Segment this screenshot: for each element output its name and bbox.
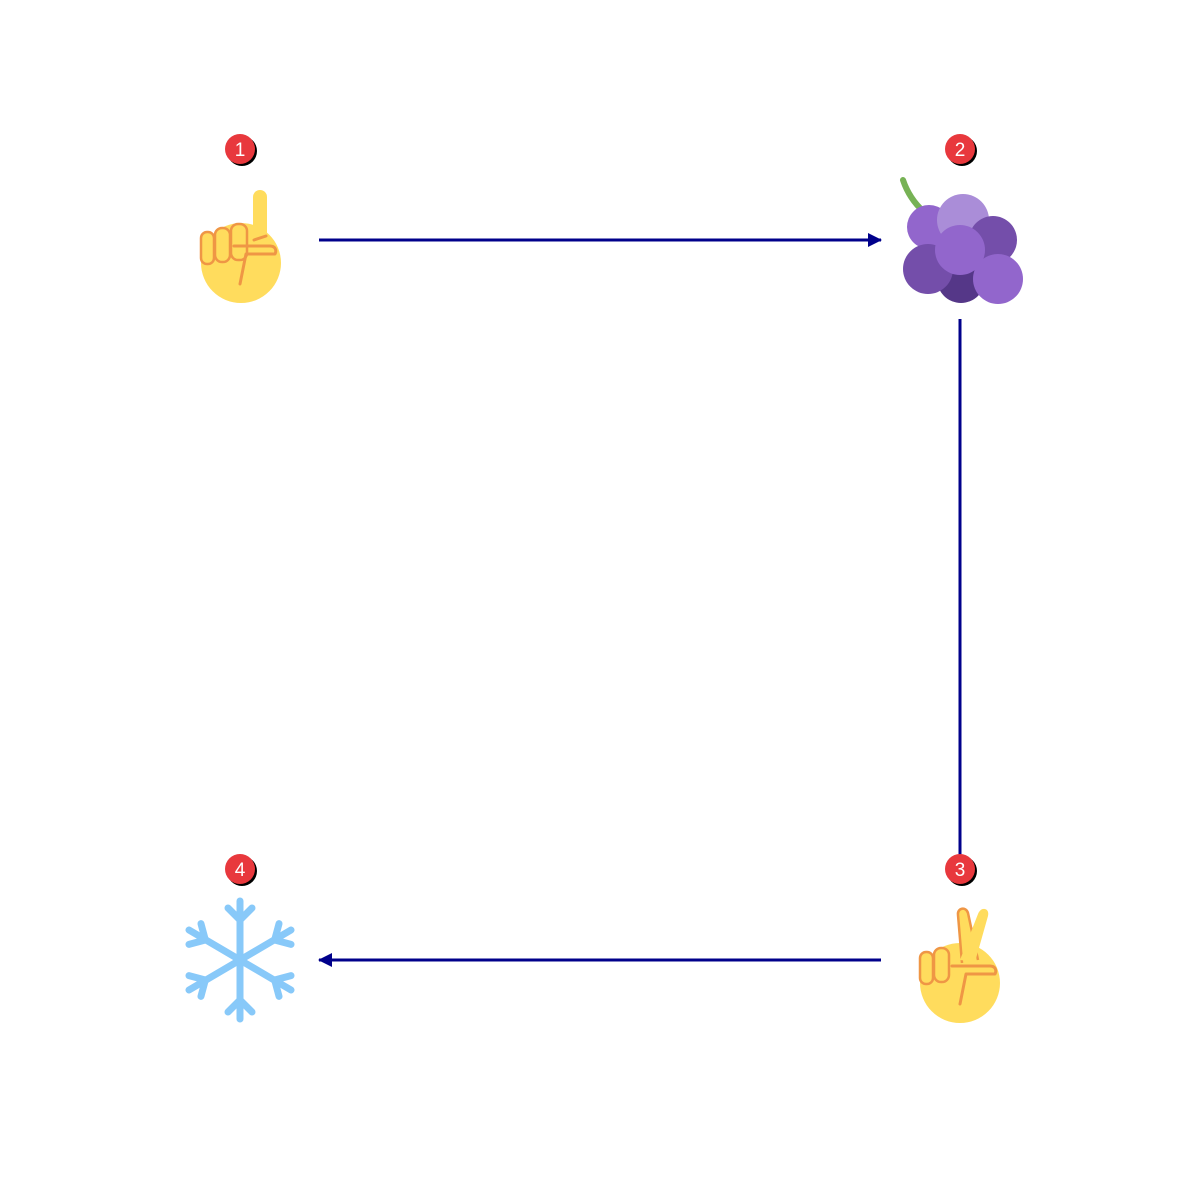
step-badge: 4 bbox=[225, 854, 257, 886]
step-1: 1 bbox=[199, 134, 281, 303]
step-number: 2 bbox=[955, 140, 966, 161]
step-badge: 3 bbox=[945, 854, 977, 886]
step-badge: 2 bbox=[945, 134, 977, 166]
index-pointing-up-icon bbox=[199, 190, 281, 303]
step-number: 4 bbox=[235, 860, 246, 881]
step-badge: 1 bbox=[225, 134, 257, 166]
snowflake-icon bbox=[185, 897, 295, 1023]
grapes-icon bbox=[900, 177, 1023, 304]
step-4: 4 bbox=[185, 854, 295, 1023]
step-number: 3 bbox=[955, 860, 966, 881]
step-3: 3 bbox=[918, 854, 1000, 1023]
step-2: 2 bbox=[900, 134, 1023, 304]
crossed-fingers-icon bbox=[918, 907, 1000, 1023]
step-number: 1 bbox=[235, 140, 246, 161]
